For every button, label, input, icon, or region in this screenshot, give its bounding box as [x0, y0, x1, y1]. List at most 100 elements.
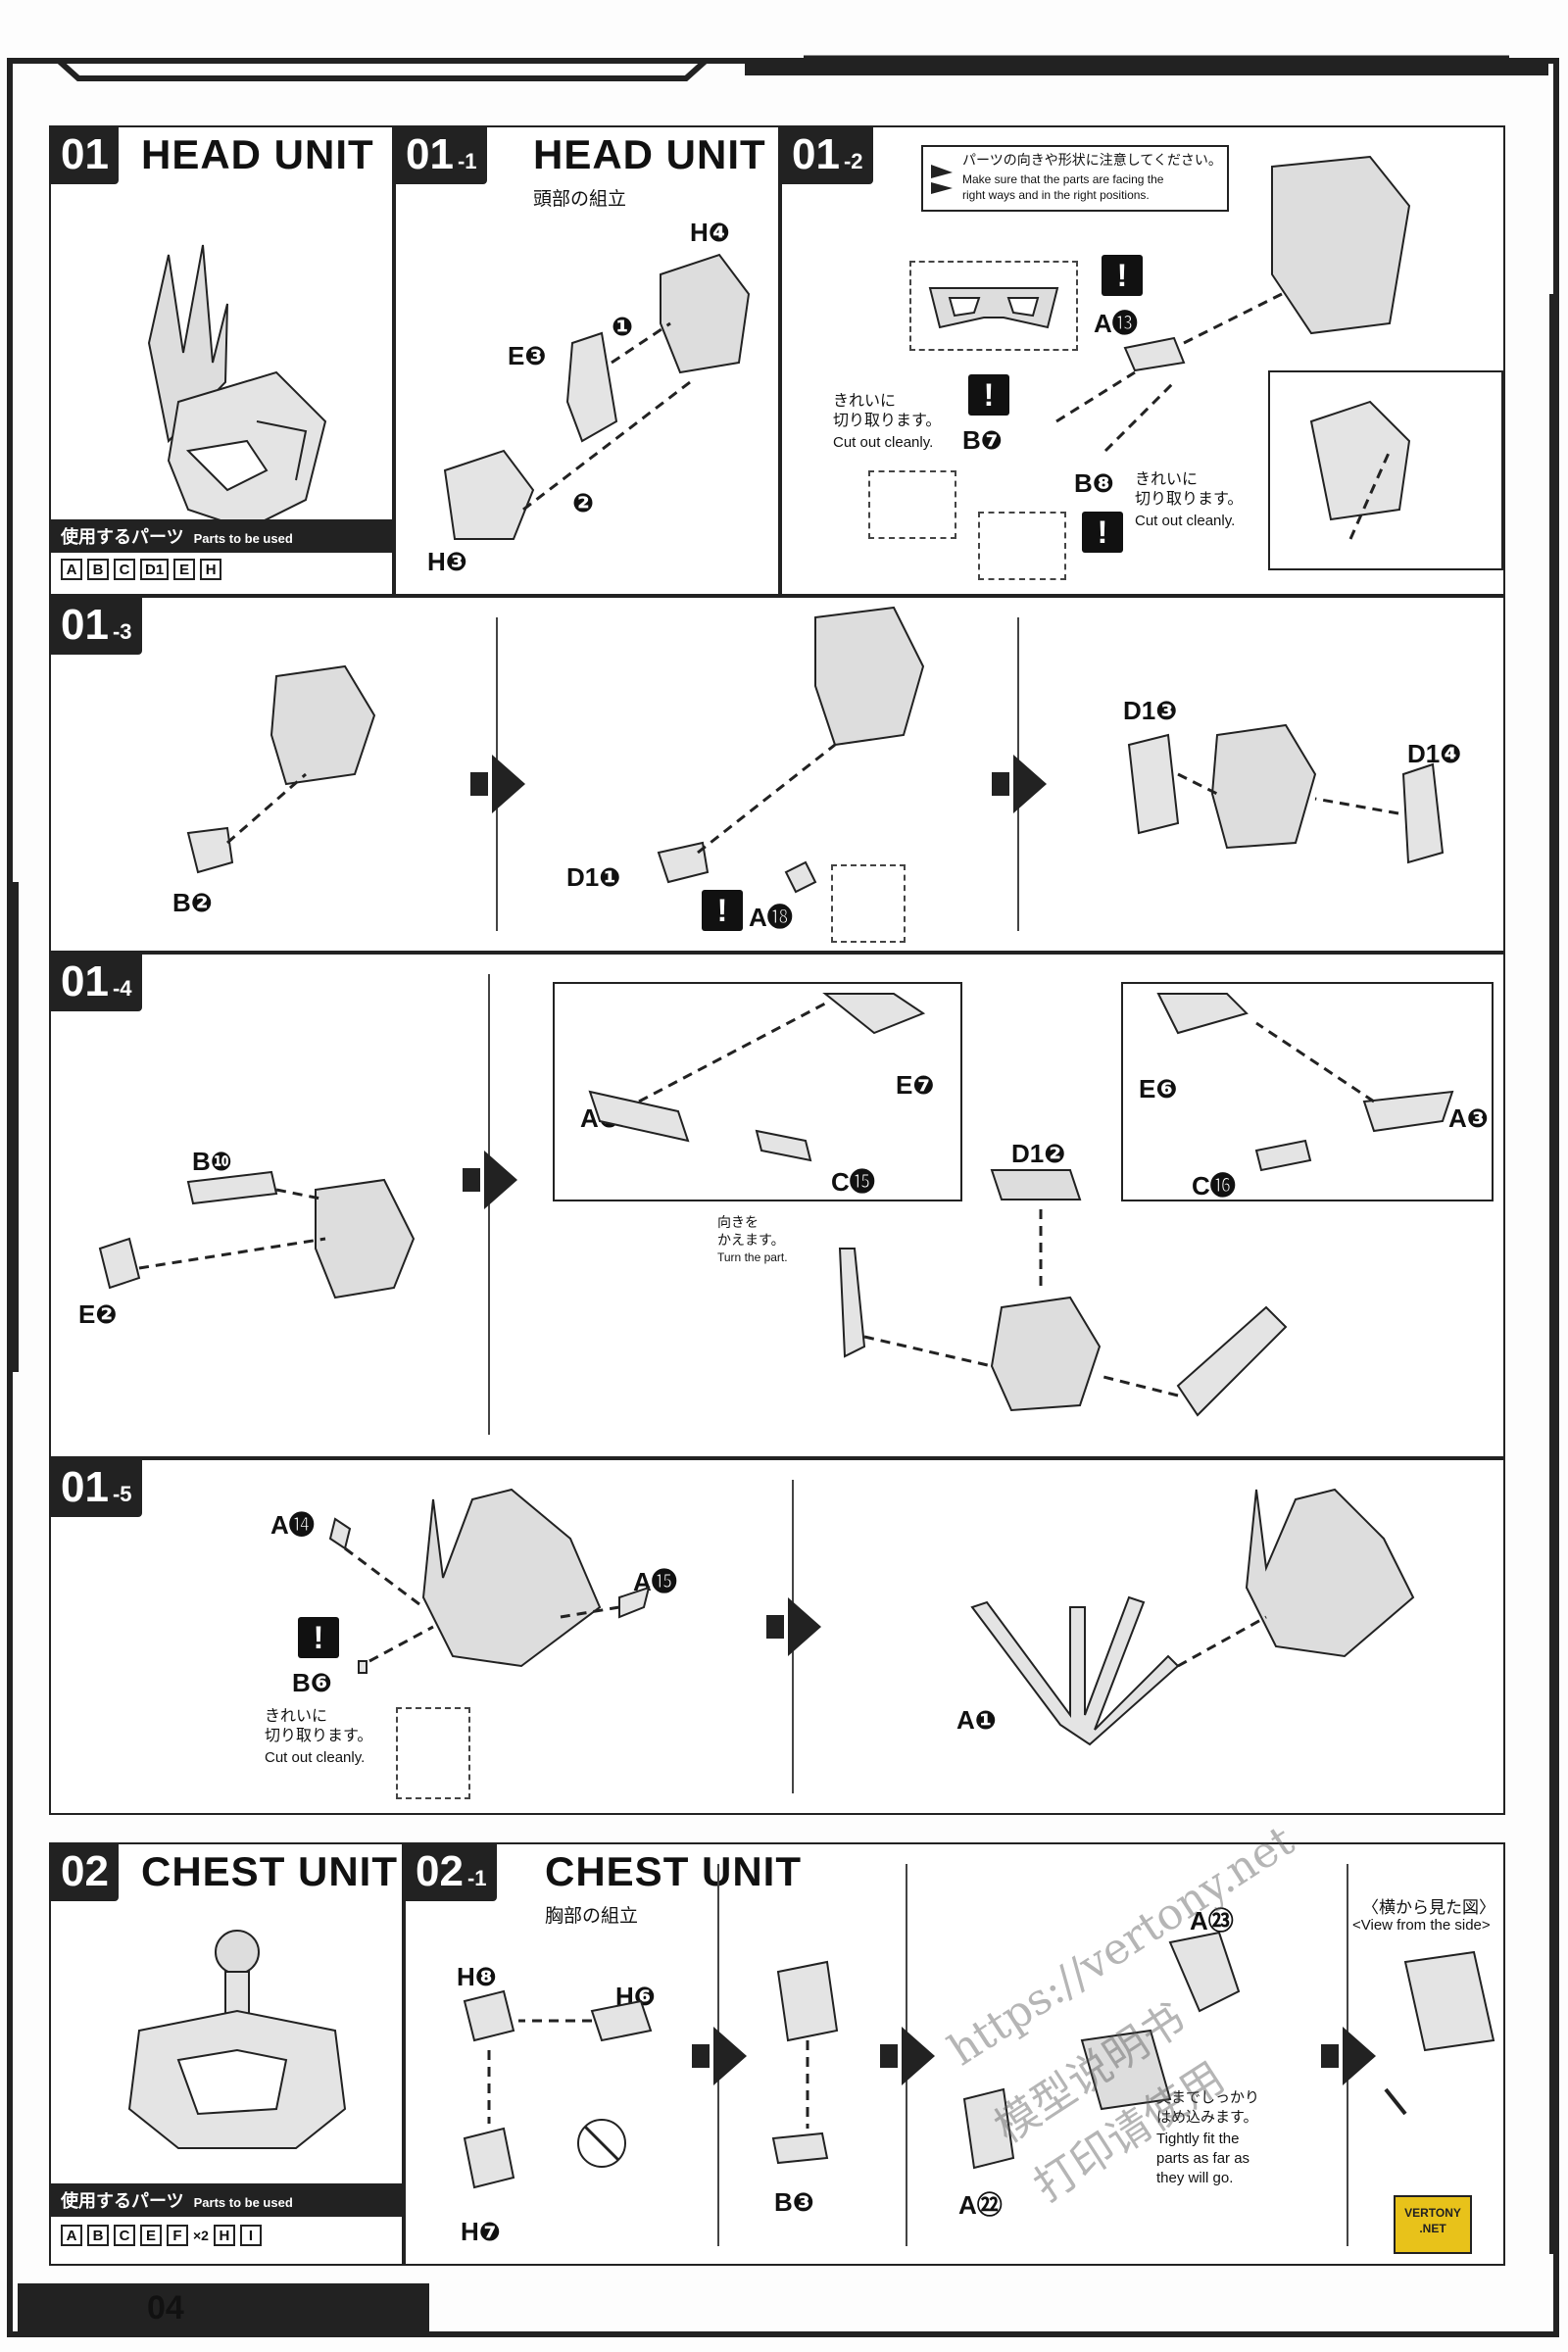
step-01-5-diagram [328, 1488, 1415, 1746]
caution-icon-b8: ! [1082, 512, 1123, 553]
part-runner-tag: E [173, 559, 196, 580]
label-b2: B❷ [172, 888, 213, 917]
tight-fit-note-en3: they will go. [1156, 2170, 1234, 2186]
label-h4: H❹ [690, 218, 730, 247]
step-01-2-panel: 01-2 パーツの向きや形状に注意してください。 Make sure that … [780, 125, 1505, 596]
step-01-title: HEAD UNIT [141, 131, 374, 177]
part-runner-tag: A [61, 559, 82, 580]
label-a23: A㉓ [1190, 1906, 1234, 1936]
next-arrow [880, 2027, 935, 2085]
caution-icon-a13: ! [1102, 255, 1143, 296]
step-02-title: CHEST UNIT [141, 1848, 398, 1894]
label-b7: B❼ [962, 425, 1003, 455]
turn-note-jp1: 向きを [717, 1214, 759, 1230]
caution-icon-b6: ! [298, 1617, 339, 1658]
facing-note-en1: Make sure that the parts are facing the [962, 172, 1164, 186]
caution-icon-a18: ! [702, 890, 743, 931]
label-a18: A⓲ [749, 903, 793, 932]
label-c15: C⓯ [831, 1167, 875, 1197]
label-a14: A⓮ [270, 1510, 315, 1540]
tight-fit-note-jp1: 奥までしっかり [1156, 2089, 1260, 2106]
step-01-2-number: 01-2 [782, 127, 873, 184]
tight-fit-note-jp2: はめ込みます。 [1156, 2109, 1258, 2126]
step-01-4-diagram [98, 993, 1454, 1417]
cut-note-b6-jp2: 切り取ります。 [265, 1728, 373, 1744]
tight-fit-note-en1: Tightly fit the [1156, 2131, 1240, 2147]
part-runner-tag: H [213, 2225, 235, 2246]
step-01-2-diagram [1055, 155, 1411, 540]
label-c16: C⓰ [1192, 1171, 1236, 1200]
next-arrow [992, 755, 1047, 813]
direction-icon [931, 165, 953, 194]
label-e2: E❷ [78, 1299, 118, 1329]
tight-fit-note-en2: parts as far as [1156, 2150, 1250, 2167]
label-a3: A❸ [1448, 1103, 1489, 1133]
visor-detail-box [909, 261, 1078, 351]
label-e7: E❼ [896, 1070, 935, 1100]
cut-note-b7-jp2: 切り取ります。 [833, 413, 942, 429]
step-01-1-number: 01-1 [396, 127, 487, 184]
part-runner-tag: H [200, 559, 222, 580]
next-arrow [470, 755, 525, 813]
gate-detail-b8 [978, 512, 1066, 580]
part-runner-tag: C [114, 559, 135, 580]
part-runner-tag: C [114, 2225, 135, 2246]
label-e6: E❻ [1139, 1074, 1178, 1103]
step-01-number: 01 [51, 127, 119, 184]
step-01-3-panel: 01-3 B❷ D1❶ ! A⓲ D1❸ D1❹ [49, 596, 1505, 953]
part-runner-tag: D1 [140, 559, 170, 580]
gate-detail-b7 [868, 470, 956, 539]
cut-note-b7-en: Cut out cleanly. [833, 434, 934, 451]
turn-note-en: Turn the part. [717, 1250, 788, 1264]
part-runner-tag: A [61, 2225, 82, 2246]
label-b6: B❻ [292, 1668, 332, 1697]
label-d1-3: D1❸ [1123, 696, 1178, 725]
chest-unit-illustration [127, 1930, 347, 2149]
step-01-1-panel: 01-1 HEAD UNIT 頭部の組立 H❹ E❸ H❸ ❶ ❷ [394, 125, 780, 596]
label-b8: B❽ [1074, 468, 1114, 498]
step-02-1-title: CHEST UNIT [545, 1848, 802, 1894]
step-02-1-number: 02-1 [406, 1844, 497, 1901]
gate-detail-a18 [831, 864, 906, 943]
cut-note-b7-jp1: きれいに [833, 393, 897, 410]
facing-note-box: パーツの向きや形状に注意してください。 Make sure that the p… [921, 145, 1229, 212]
head-unit-illustration [147, 244, 327, 531]
step-01-4-number: 01-4 [51, 955, 142, 1011]
part-runner-tag: ×2 [193, 2228, 209, 2243]
label-a22: A㉒ [958, 2190, 1003, 2220]
cut-note-b6-jp1: きれいに [265, 1708, 328, 1725]
label-h3: H❸ [427, 547, 467, 576]
cut-note-b8-jp2: 切り取ります。 [1135, 491, 1244, 508]
page-number: 04 [147, 2289, 184, 2327]
order-mark-1: ❶ [612, 312, 634, 341]
part-runner-tag: B [87, 2225, 109, 2246]
label-h8: H❽ [457, 1962, 497, 1991]
cut-note-b6-en: Cut out cleanly. [265, 1749, 366, 1766]
facing-note-jp: パーツの向きや形状に注意してください。 [962, 152, 1222, 168]
label-d1-4: D1❹ [1407, 739, 1462, 768]
step-02-number: 02 [51, 1844, 119, 1901]
cut-note-b8-en: Cut out cleanly. [1135, 513, 1236, 529]
step-01-3-diagram [186, 606, 1445, 894]
side-view-jp: 〈横から見た図〉 [1362, 1898, 1495, 1917]
visor-part [928, 287, 1059, 329]
part-runner-tag: B [87, 559, 109, 580]
turn-note-jp2: かえます。 [717, 1232, 785, 1248]
label-e3: E❸ [508, 341, 547, 370]
part-runner-tag: I [239, 2225, 262, 2246]
cut-note-b8-jp1: きれいに [1135, 471, 1199, 488]
label-b10: B❿ [192, 1147, 232, 1176]
order-mark-2: ❷ [572, 488, 595, 517]
label-d1-2: D1❷ [1011, 1139, 1066, 1168]
label-a13: A⓭ [1094, 309, 1138, 338]
next-arrow [463, 1151, 517, 1209]
step-01-1-jp-title: 頭部の組立 [533, 189, 627, 210]
step-01-5-number: 01-5 [51, 1460, 142, 1517]
caution-icon-b7: ! [968, 374, 1009, 416]
